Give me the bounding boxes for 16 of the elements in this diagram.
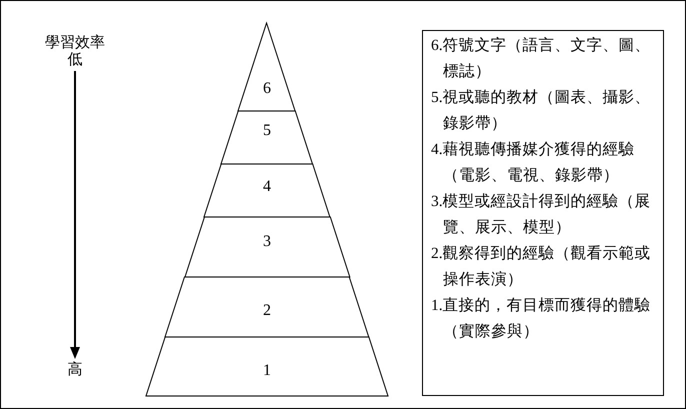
- axis-end-label: 高: [68, 361, 82, 379]
- axis-end-label: 低: [68, 51, 82, 69]
- axis-title: 學習效率: [45, 34, 105, 52]
- description-box: [422, 30, 664, 396]
- level-number: 4: [262, 178, 271, 196]
- level-number: 1: [263, 362, 271, 380]
- level-description: 4.藉視聽傳播媒介獲得的經驗（電影、電視、錄影帶）: [431, 140, 636, 186]
- level-description: 1.直接的，有目標而獲得的體驗（實際參與）: [431, 296, 652, 342]
- level-number: 5: [262, 122, 271, 140]
- level-description: 3.模型或經設計得到的經驗（展覽、展示、模型）: [431, 192, 652, 238]
- level-number: 6: [262, 80, 271, 98]
- level-number: 3: [262, 233, 271, 251]
- level-number: 2: [262, 302, 271, 320]
- level-description: 6.符號文字（語言、文字、圖、標誌）: [431, 36, 652, 82]
- level-description: 2.觀察得到的經驗（觀看示範或操作表演）: [431, 244, 652, 290]
- level-description: 5.視或聽的教材（圖表、攝影、錄影帶）: [431, 88, 652, 134]
